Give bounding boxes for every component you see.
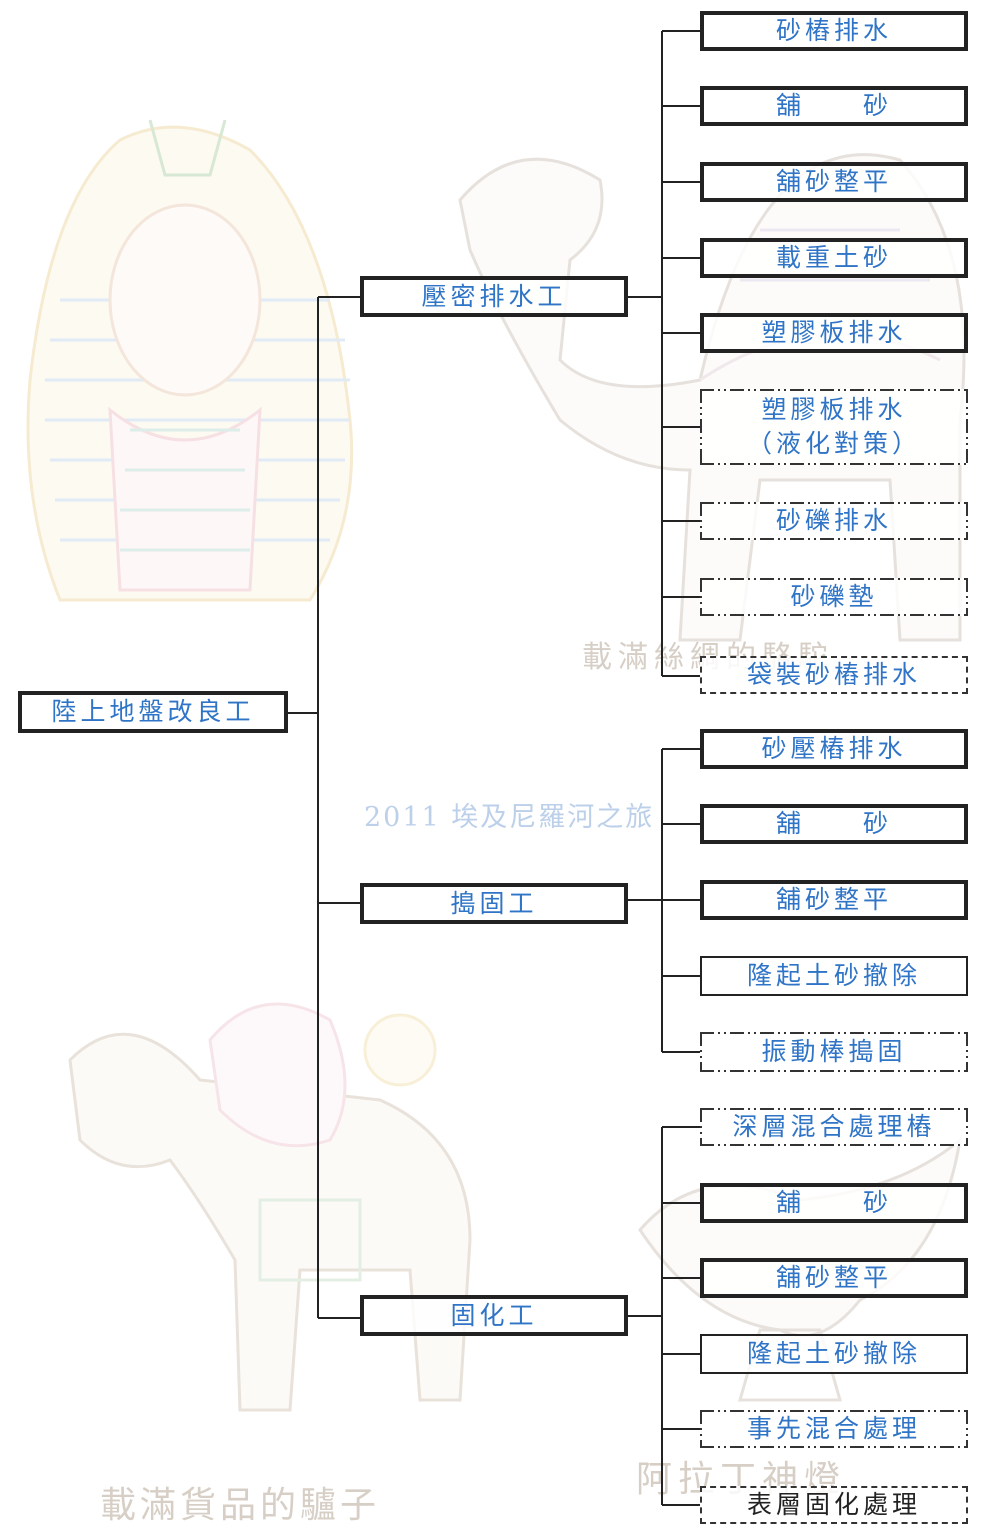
- leaf-node: 舖 砂: [700, 1183, 968, 1223]
- leaf-node: 舖 砂: [700, 804, 968, 844]
- leaf-label: 砂壓樁排水: [761, 734, 907, 763]
- leaf-label: 舖砂整平: [775, 885, 892, 914]
- leaf-label: 砂礫排水: [775, 506, 892, 535]
- branch-label: 搗固工: [450, 888, 538, 918]
- branch-label: 固化工: [450, 1300, 538, 1330]
- leaf-node: 舖砂整平: [700, 1258, 968, 1298]
- leaf-node: 隆起土砂撤除: [700, 956, 968, 996]
- leaf-node: 砂礫墊: [700, 578, 968, 616]
- leaf-node: 舖砂整平: [700, 162, 968, 202]
- leaf-node: 事先混合處理: [700, 1410, 968, 1448]
- leaf-node: 砂樁排水: [700, 11, 968, 51]
- leaf-node: 振動棒搗固: [700, 1032, 968, 1072]
- branch-node-compaction: 搗固工: [360, 883, 628, 924]
- leaf-label: 隆起土砂撤除: [746, 961, 921, 990]
- watermark-donkey-caption: 載滿貨品的驢子: [100, 1485, 381, 1526]
- leaf-node: 塑膠板排水: [700, 313, 968, 353]
- leaf-label: 砂礫墊: [790, 582, 878, 611]
- leaf-node: 砂礫排水: [700, 502, 968, 540]
- pharaoh-mask-drawing: [26, 119, 354, 602]
- leaf-node: 袋裝砂樁排水: [700, 656, 968, 694]
- leaf-label: 深層混合處理樁: [732, 1112, 936, 1141]
- leaf-label: 舖砂整平: [775, 167, 892, 196]
- leaf-label: 舖 砂: [775, 91, 892, 120]
- leaf-label-line2: （液化對策）: [746, 429, 921, 458]
- branch1-leaf-links: [662, 30, 700, 677]
- leaf-label: 砂樁排水: [775, 16, 892, 45]
- leaf-label: 舖 砂: [775, 1188, 892, 1217]
- leaf-node: 塑膠板排水 （液化對策）: [700, 389, 968, 465]
- leaf-label: 隆起土砂撤除: [746, 1339, 921, 1368]
- leaf-node: 舖砂整平: [700, 880, 968, 920]
- branch2-leaf-links: [662, 748, 700, 1053]
- leaf-label: 舖砂整平: [775, 1263, 892, 1292]
- leaf-label: 塑膠板排水: [761, 395, 907, 424]
- branch3-leaf-links: [662, 1126, 700, 1506]
- leaf-node: 舖 砂: [700, 86, 968, 126]
- leaf-label: 事先混合處理: [746, 1414, 921, 1443]
- leaf-label: 載重土砂: [775, 243, 892, 272]
- leaf-node: 載重土砂: [700, 238, 968, 278]
- leaf-node: 隆起土砂撤除: [700, 1334, 968, 1374]
- leaf-label: 表層固化處理: [746, 1490, 921, 1519]
- branch-node-consolidation-drainage: 壓密排水工: [360, 276, 628, 317]
- leaf-label: 袋裝砂樁排水: [746, 660, 921, 689]
- leaf-node: 砂壓樁排水: [700, 729, 968, 769]
- leaf-label: 塑膠板排水: [761, 318, 907, 347]
- leaf-label: 振動棒搗固: [761, 1037, 907, 1066]
- root-node-label: 陸上地盤改良工: [51, 697, 255, 726]
- leaf-node: 表層固化處理: [700, 1486, 968, 1524]
- donkey-drawing: [68, 1002, 472, 1412]
- leaf-label: 舖 砂: [775, 809, 892, 838]
- watermark-title: 2011 埃及尼羅河之旅: [364, 802, 655, 833]
- branch-node-solidification: 固化工: [360, 1295, 628, 1336]
- branch-label: 壓密排水工: [421, 281, 567, 311]
- root-node: 陸上地盤改良工: [18, 691, 288, 733]
- leaf-node: 深層混合處理樁: [700, 1108, 968, 1146]
